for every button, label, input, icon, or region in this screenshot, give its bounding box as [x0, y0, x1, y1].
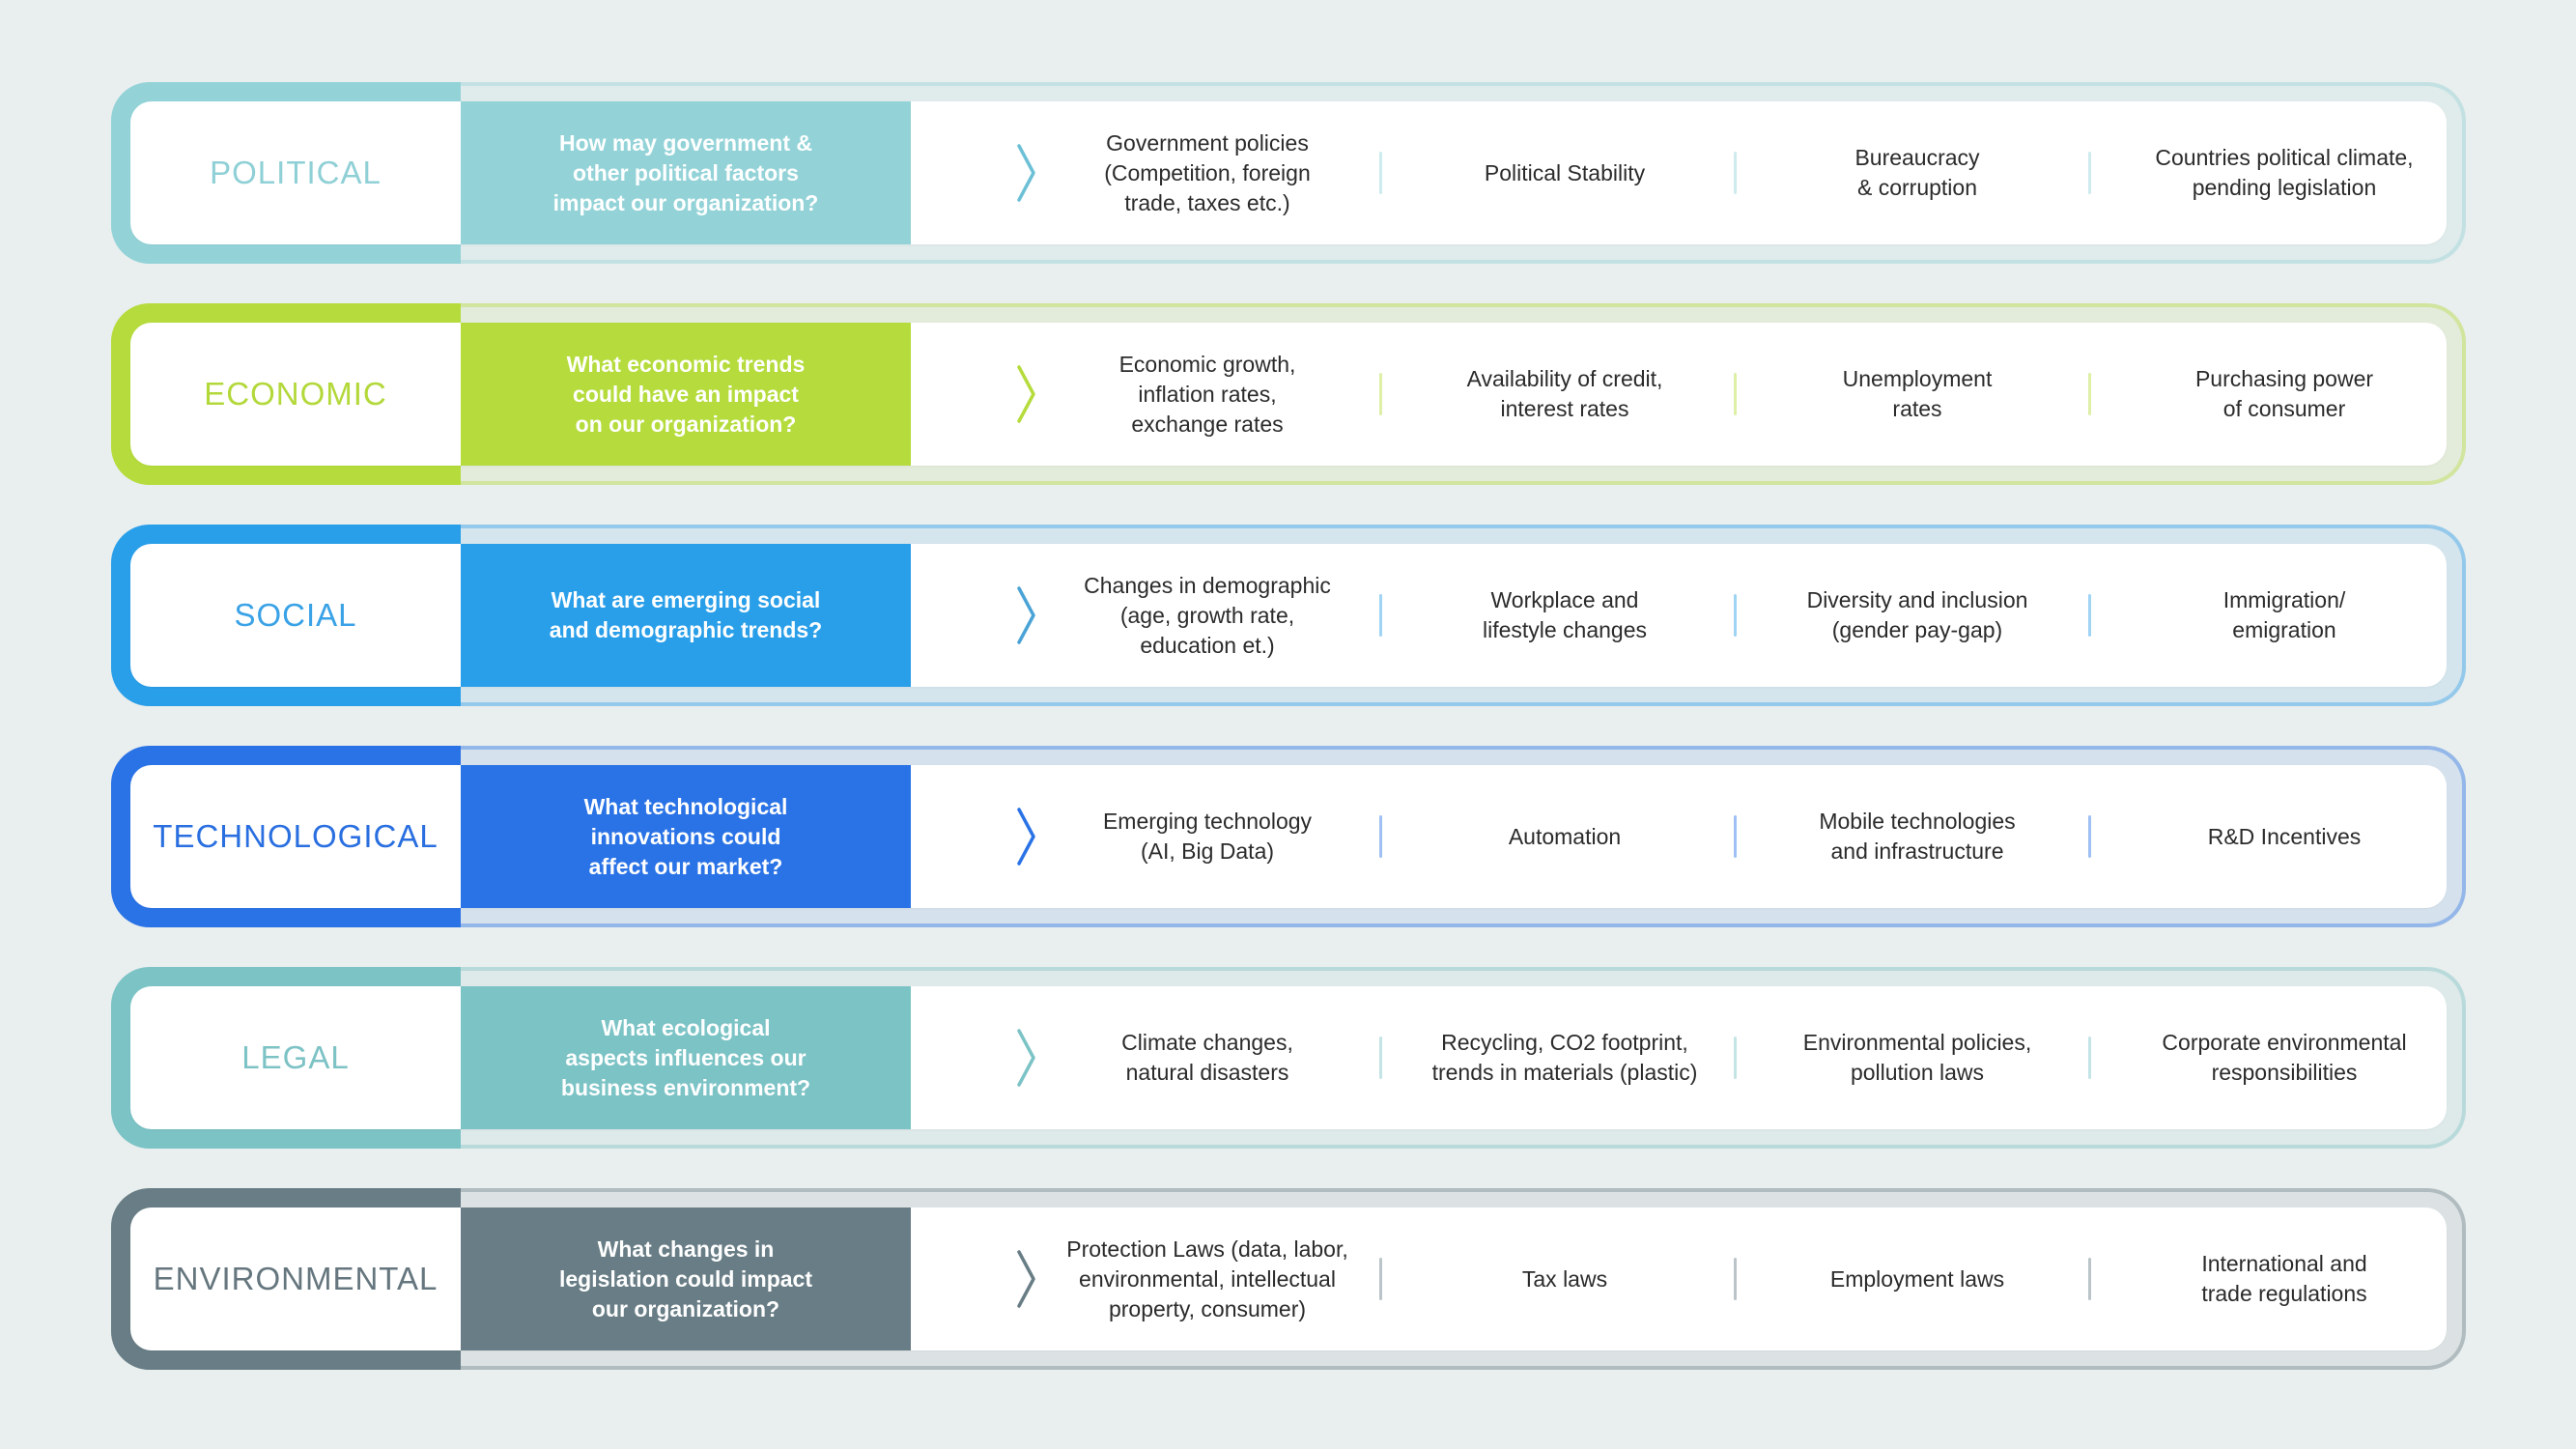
factor-item: Corporate environmental responsibilities — [2162, 1030, 2407, 1085]
factor-item: Employment laws — [1829, 1265, 2005, 1292]
divider — [1734, 152, 1737, 194]
guiding-question: What economic trends could have an impac… — [461, 323, 911, 466]
row-card: LEGAL What ecological aspects influences … — [130, 986, 2447, 1129]
divider — [1379, 1258, 1382, 1300]
factor-item: Countries political climate, pending leg… — [2155, 145, 2414, 200]
factor-item: Protection Laws (data, labor, environmen… — [1066, 1236, 1348, 1321]
divider — [1379, 152, 1382, 194]
row-political: POLITICAL How may government & other poli… — [111, 82, 2466, 264]
divider — [1734, 373, 1737, 415]
chevron-right-icon — [1017, 586, 1035, 644]
divider — [1734, 1258, 1737, 1300]
guiding-question: What changes in legislation could impact… — [461, 1208, 911, 1350]
factor-item: Tax laws — [1521, 1265, 1608, 1292]
factor-item: Mobile technologies and infrastructure — [1819, 809, 2016, 864]
factor-item: Changes in demographic (age, growth rate… — [1084, 572, 1331, 658]
row-economic: ECONOMIC What economic trends could have … — [111, 303, 2466, 485]
divider — [1379, 594, 1382, 637]
factor-item: Economic growth, inflation rates, exchan… — [1118, 351, 1296, 437]
divider — [1734, 594, 1737, 637]
factor-item: Emerging technology (AI, Big Data) — [1102, 809, 1313, 864]
row-card: TECHNOLOGICAL What technological innovati… — [130, 765, 2447, 908]
chevron-right-icon — [1017, 144, 1035, 202]
divider — [2088, 1037, 2091, 1079]
category-label: LEGAL — [241, 1039, 350, 1075]
divider — [1379, 373, 1382, 415]
factor-item: Environmental policies, pollution laws — [1802, 1030, 2032, 1085]
row-card: ENVIRONMENTAL What changes in legislation… — [130, 1208, 2447, 1350]
guiding-question: What are emerging social and demographic… — [461, 544, 911, 687]
factor-item: Immigration/ emigration — [2222, 587, 2346, 642]
factor-item: Government policies (Competition, foreig… — [1104, 129, 1311, 215]
factor-item: Diversity and inclusion (gender pay-gap) — [1806, 587, 2028, 642]
factor-item: Climate changes, natural disasters — [1121, 1030, 1293, 1085]
factor-item: Unemployment rates — [1842, 366, 1993, 421]
divider — [1379, 1037, 1382, 1079]
chevron-right-icon — [1017, 1250, 1035, 1308]
divider — [1734, 1037, 1737, 1079]
category-label: TECHNOLOGICAL — [153, 818, 439, 854]
row-technological: TECHNOLOGICAL What technological innovati… — [111, 746, 2466, 927]
factor-item: Bureaucracy & corruption — [1854, 145, 1980, 200]
category-label: ENVIRONMENTAL — [153, 1261, 439, 1296]
guiding-question: How may government & other political fac… — [461, 101, 911, 244]
factor-item: Purchasing power of consumer — [2194, 366, 2374, 421]
factor-item: Recycling, CO2 footprint, trends in mate… — [1431, 1030, 1698, 1085]
divider — [2088, 815, 2091, 858]
divider — [1379, 815, 1382, 858]
category-label: ECONOMIC — [204, 376, 387, 412]
row-legal: LEGAL What ecological aspects influences … — [111, 967, 2466, 1149]
factor-item: Automation — [1508, 823, 1622, 849]
row-card: SOCIAL What are emerging social and demog… — [130, 544, 2447, 687]
chevron-right-icon — [1017, 1029, 1035, 1087]
divider — [2088, 373, 2091, 415]
divider — [2088, 152, 2091, 194]
row-card: POLITICAL How may government & other poli… — [130, 101, 2447, 244]
factor-item: Political Stability — [1484, 159, 1646, 185]
factor-item: Workplace and lifestyle changes — [1482, 587, 1648, 642]
guiding-question: What technological innovations could aff… — [461, 765, 911, 908]
row-environmental: ENVIRONMENTAL What changes in legislation… — [111, 1188, 2466, 1370]
category-label: SOCIAL — [234, 597, 357, 633]
category-label: POLITICAL — [210, 155, 382, 190]
row-card: ECONOMIC What economic trends could have … — [130, 323, 2447, 466]
factor-item: Availability of credit, interest rates — [1466, 366, 1663, 421]
divider — [2088, 1258, 2091, 1300]
divider — [2088, 594, 2091, 637]
divider — [1734, 815, 1737, 858]
factor-item: International and trade regulations — [2201, 1251, 2367, 1306]
chevron-right-icon — [1017, 808, 1035, 866]
row-social: SOCIAL What are emerging social and demog… — [111, 525, 2466, 706]
guiding-question: What ecological aspects influences our b… — [461, 986, 911, 1129]
chevron-right-icon — [1017, 365, 1035, 423]
factor-item: R&D Incentives — [2207, 823, 2362, 849]
